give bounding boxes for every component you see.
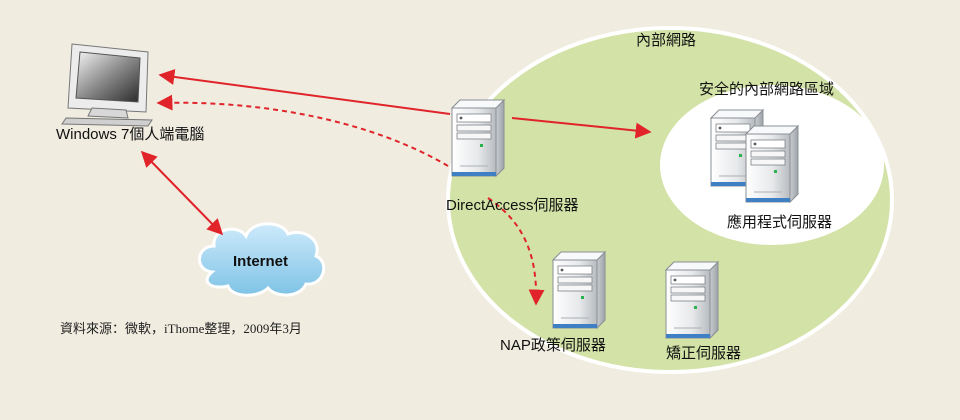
remediation-server-label: 矯正伺服器 bbox=[666, 345, 742, 362]
directaccess-label: DirectAccess伺服器 bbox=[446, 197, 579, 214]
remediation-server-icon bbox=[665, 261, 719, 339]
internet-label: Internet bbox=[233, 253, 289, 270]
client-label: Windows 7個人端電腦 bbox=[56, 126, 205, 143]
app-server-label: 應用程式伺服器 bbox=[727, 214, 833, 231]
directaccess-secure-zone-arrow bbox=[511, 117, 652, 139]
nap-server-label: NAP政策伺服器 bbox=[500, 337, 606, 354]
source-note: 資料來源：微軟，iThome整理，2009年3月 bbox=[60, 321, 302, 336]
app-server-icon bbox=[745, 125, 799, 203]
computer-icon bbox=[61, 43, 153, 127]
client-internet-arrow bbox=[140, 150, 224, 236]
nap-server-icon bbox=[552, 251, 606, 329]
directaccess-server-icon bbox=[451, 99, 505, 177]
client-directaccess-dashed-arrow bbox=[156, 94, 449, 167]
client-directaccess-arrow bbox=[158, 68, 451, 115]
directaccess-nap-dashed-arrow bbox=[487, 197, 545, 306]
internal-network-label: 內部網路 bbox=[636, 32, 697, 49]
secure-zone-label: 安全的內部網路區域 bbox=[699, 81, 835, 98]
